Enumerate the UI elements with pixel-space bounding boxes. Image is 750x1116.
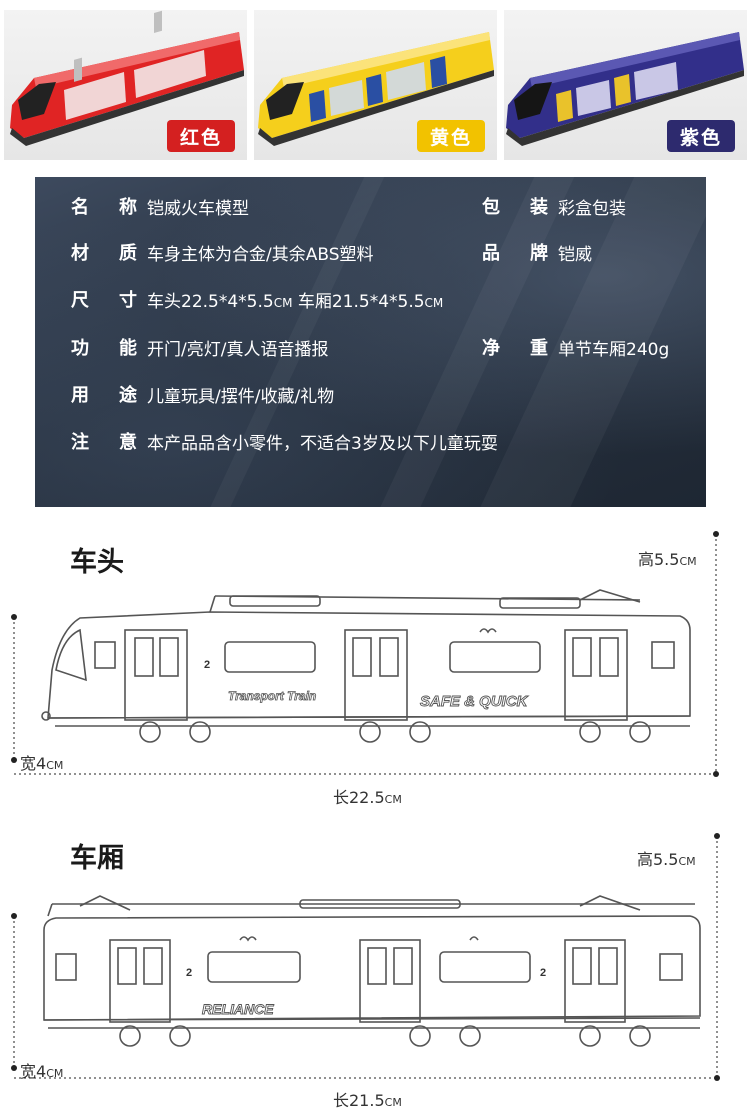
purple-train-image (506, 32, 744, 146)
spec-value-function: 开门/亮灯/真人语音播报 (147, 339, 329, 360)
spec-value-brand: 铠威 (558, 244, 592, 265)
color-badge-purple: 紫色 (667, 120, 735, 152)
carriage-height-label: 高5.5CM (637, 850, 696, 869)
red-train-image (10, 10, 244, 146)
carriage-title: 车厢 (70, 843, 124, 874)
svg-text:RELIANCE: RELIANCE (202, 1001, 274, 1017)
spec-label-usage: 用途 (71, 385, 137, 406)
spec-value-usage: 儿童玩具/摆件/收藏/礼物 (147, 386, 335, 407)
color-option-red[interactable]: 红色 (4, 10, 247, 160)
spec-label-notice: 注意 (71, 432, 137, 453)
spec-row-notice: 注意 本产品品含小零件，不适合3岁及以下儿童玩耍 (35, 426, 498, 456)
carriage-length-label: 长21.5CM (333, 1091, 402, 1110)
color-badge-yellow: 黄色 (417, 120, 485, 152)
spec-label-packaging: 包装 (482, 197, 548, 218)
head-car-outline (41, 589, 691, 743)
svg-text:Transport Train: Transport Train (228, 689, 316, 703)
spec-row-material: 材质 车身主体为合金/其余ABS塑料 (35, 237, 374, 267)
spec-row-size: 尺寸 车头22.5*4*5.5CM 车厢21.5*4*5.5CM (35, 284, 443, 314)
spec-value-weight: 单节车厢240g (558, 339, 670, 360)
color-options: 红色 黄色 紫色 (0, 0, 750, 165)
head-car-height-label: 高5.5CM (638, 550, 697, 569)
svg-text:2: 2 (204, 659, 210, 671)
spec-value-name: 铠威火车模型 (147, 198, 249, 219)
spec-value-notice: 本产品品含小零件，不适合3岁及以下儿童玩耍 (147, 433, 498, 454)
yellow-train-image (258, 32, 494, 146)
spec-value-size: 车头22.5*4*5.5CM 车厢21.5*4*5.5CM (147, 291, 444, 312)
spec-row-usage: 用途 儿童玩具/摆件/收藏/礼物 (35, 379, 334, 409)
spec-row-brand: 品牌 铠威 (482, 237, 592, 267)
svg-text:SAFE & QUICK: SAFE & QUICK (420, 693, 529, 710)
svg-text:2: 2 (186, 967, 192, 979)
spec-label-size: 尺寸 (71, 290, 137, 311)
spec-label-material: 材质 (71, 243, 137, 264)
color-badge-red: 红色 (167, 120, 235, 152)
carriage-outline (43, 895, 701, 1047)
color-option-yellow[interactable]: 黄色 (254, 10, 497, 160)
spec-row-packaging: 包装 彩盒包装 (482, 191, 626, 221)
head-car-title: 车头 (70, 547, 124, 578)
head-car-length-label: 长22.5CM (333, 788, 402, 807)
spec-row-name: 名称 铠威火车模型 (35, 191, 249, 221)
head-car-width-label: 宽4CM (20, 754, 64, 773)
svg-text:2: 2 (540, 967, 546, 979)
spec-row-weight: 净重 单节车厢240g (482, 332, 669, 362)
spec-value-material: 车身主体为合金/其余ABS塑料 (147, 244, 374, 265)
spec-label-name: 名称 (71, 197, 137, 218)
spec-label-weight: 净重 (482, 338, 548, 359)
spec-label-brand: 品牌 (482, 243, 548, 264)
head-car-diagram: 2 Transport Train SAFE & QUICK (11, 531, 719, 777)
carriage-diagram: 2 2 RELIANCE (11, 833, 720, 1081)
carriage-width-label: 宽4CM (20, 1062, 64, 1081)
spec-row-function: 功能 开门/亮灯/真人语音播报 (35, 332, 328, 362)
spec-value-packaging: 彩盒包装 (558, 198, 626, 219)
color-option-purple[interactable]: 紫色 (504, 10, 747, 160)
spec-label-function: 功能 (71, 338, 137, 359)
spec-panel: 名称 铠威火车模型 包装 彩盒包装 材质 车身主体为合金/其余ABS塑料 品牌 … (35, 177, 706, 507)
